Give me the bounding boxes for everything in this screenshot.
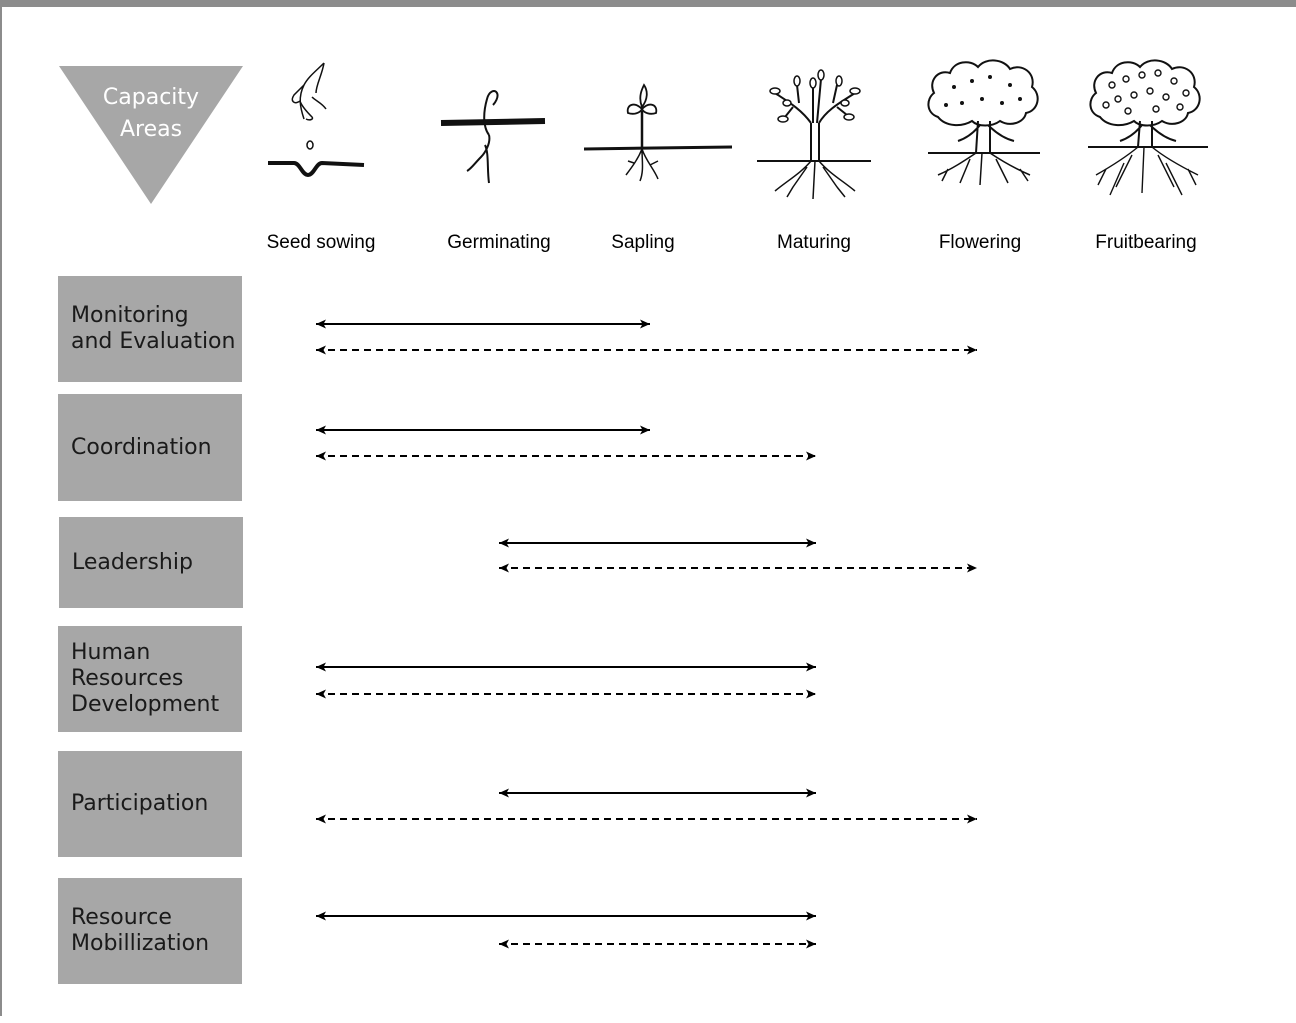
area-human-resources-development: Human Resources Development (58, 626, 242, 732)
area-label: Human Resources Development (71, 640, 220, 717)
area-leadership: Leadership (59, 517, 243, 608)
area-coordination: Coordination (58, 394, 242, 501)
down-triangle-icon (59, 66, 243, 204)
area-label: Participation (71, 791, 209, 816)
stage-label-sapling: Sapling (611, 232, 675, 253)
range-arrows-layer (316, 319, 977, 949)
maturing-icon (757, 69, 871, 200)
area-label: Resource Mobillization (71, 905, 210, 956)
fruitbearing-icon (1088, 59, 1208, 196)
capacity-areas-label: Capacity Areas (102, 85, 200, 142)
capacity-areas-header: Capacity Areas (59, 66, 243, 204)
area-resource-mobillization: Resource Mobillization (58, 878, 242, 984)
flowering-icon (927, 59, 1040, 186)
seed-sowing-icon (268, 62, 365, 178)
area-participation: Participation (58, 751, 242, 857)
stage-label-seed-sowing: Seed sowing (266, 232, 376, 253)
sapling-icon (584, 83, 733, 182)
stage-label-flowering: Flowering (938, 232, 1022, 253)
area-monitoring-and-evaluation: Monitoring and Evaluation (58, 276, 242, 382)
stage-label-maturing: Maturing (777, 232, 851, 253)
stage-label-fruitbearing: Fruitbearing (1095, 232, 1197, 253)
germinating-icon (440, 90, 546, 184)
area-label: Leadership (72, 549, 193, 575)
area-label: Monitoring and Evaluation (71, 303, 236, 354)
area-label: Coordination (71, 434, 212, 460)
stage-label-germinating: Germinating (447, 232, 551, 253)
